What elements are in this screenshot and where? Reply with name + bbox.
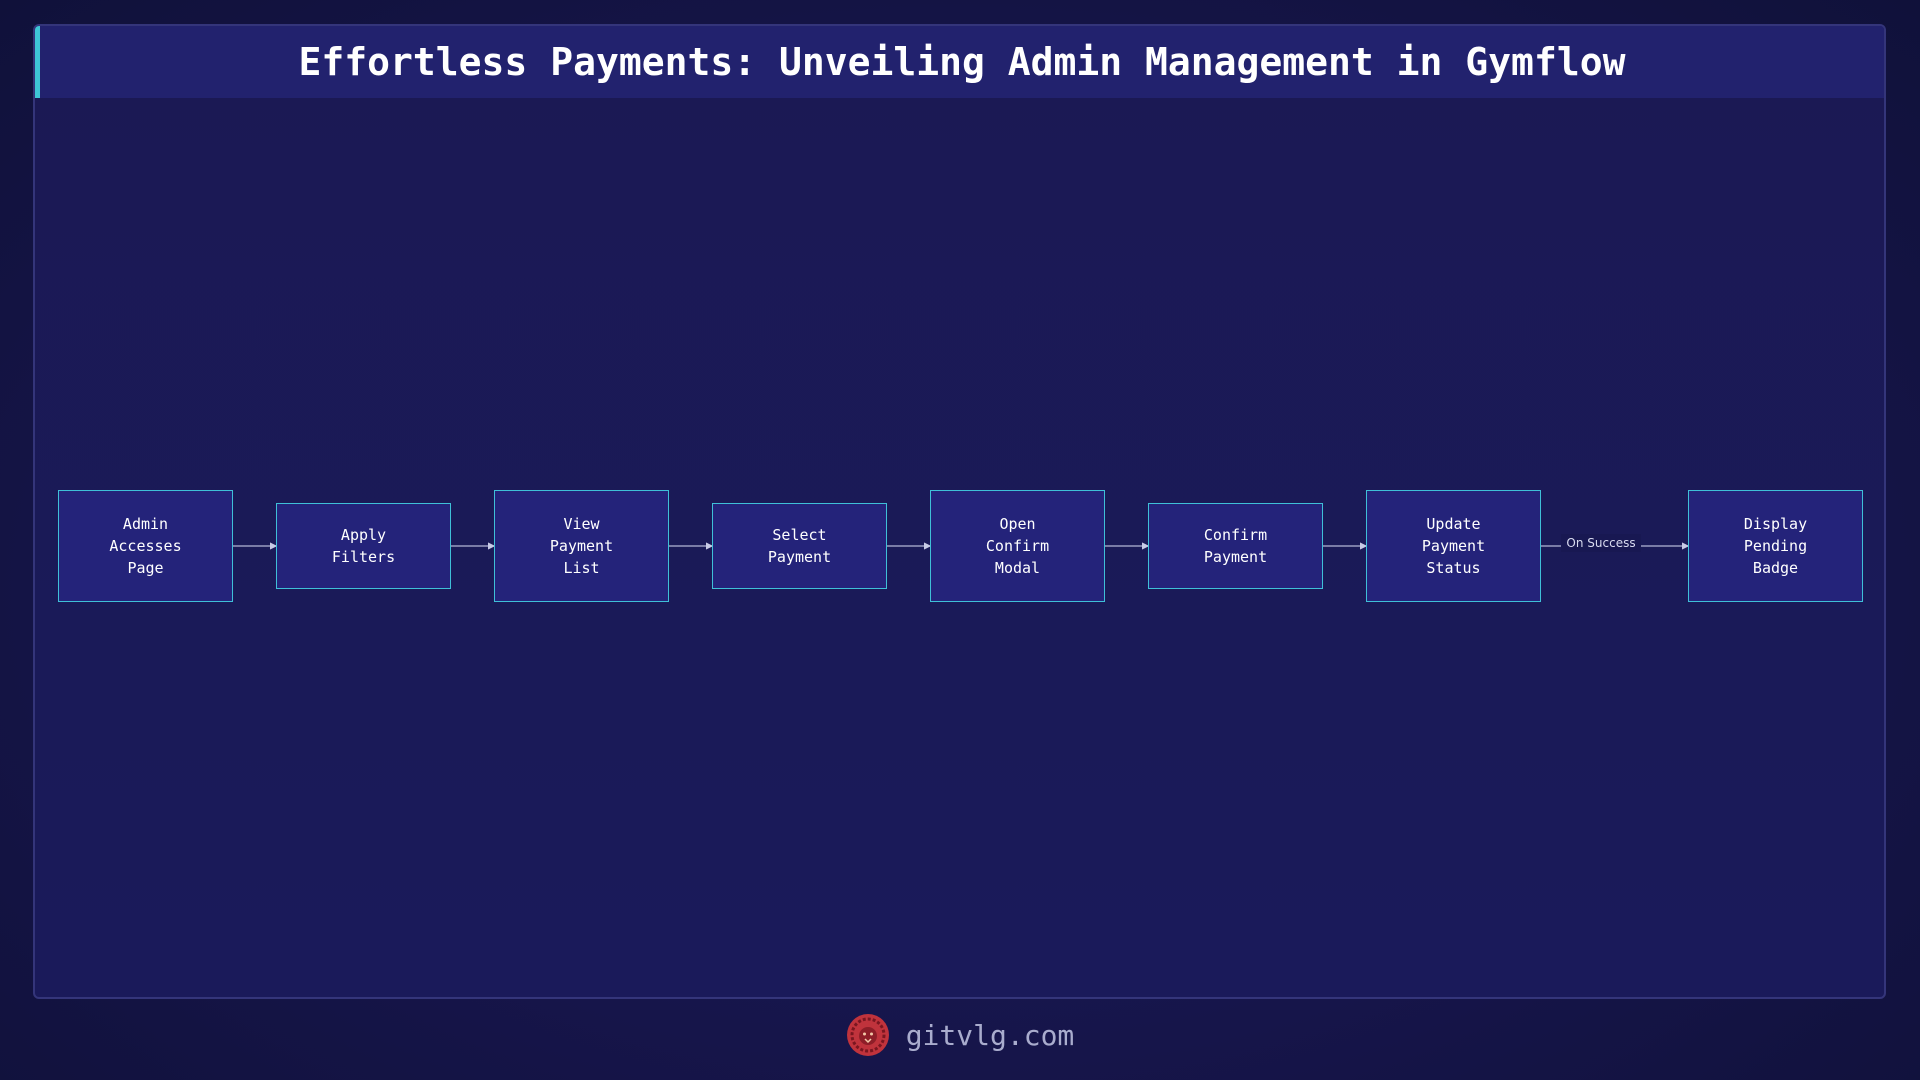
node-view-payment-list: View Payment List [494, 490, 669, 602]
node-select-payment: Select Payment [712, 503, 887, 589]
header-bar: Effortless Payments: Unveiling Admin Man… [35, 26, 1884, 98]
node-display-pending-badge: Display Pending Badge [1688, 490, 1863, 602]
edge-label-on-success: On Success [1561, 534, 1641, 552]
page-title: Effortless Payments: Unveiling Admin Man… [298, 40, 1626, 84]
lion-head-icon [846, 1014, 889, 1056]
node-open-confirm-modal: Open Confirm Modal [930, 490, 1105, 602]
node-confirm-payment: Confirm Payment [1148, 503, 1323, 589]
footer-site-name[interactable]: gitvlg.com [905, 1018, 1075, 1052]
footer: gitvlg.com [0, 1010, 1920, 1060]
node-apply-filters: Apply Filters [276, 503, 451, 589]
node-update-payment-status: Update Payment Status [1366, 490, 1541, 602]
node-admin-accesses-page: Admin Accesses Page [58, 490, 233, 602]
